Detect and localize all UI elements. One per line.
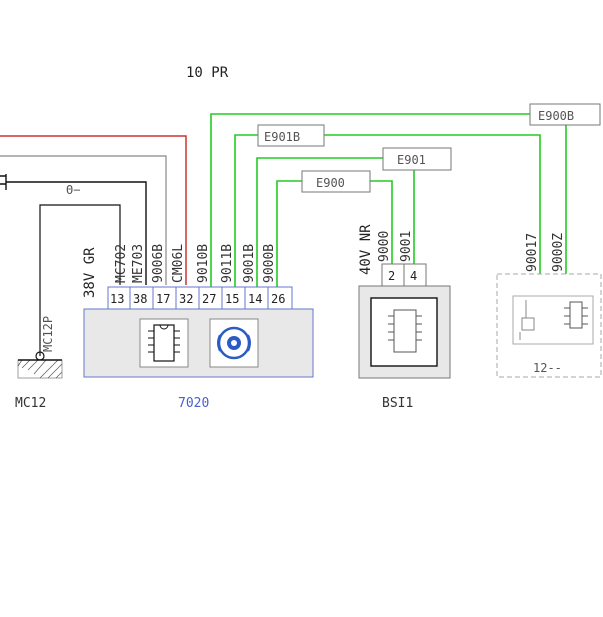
wire-9011B-b [324,134,541,290]
wire-label-9010b: 9010B [196,244,211,283]
diagram-title: 10 PR [186,65,229,81]
bsi-chip-icon [388,309,422,353]
module-bsi1: 2 4 [358,263,451,379]
ground-symbol-label: Θ− [66,183,80,197]
ground-wire [39,204,121,356]
pin-38: 38 [133,292,147,306]
pin-17: 17 [156,292,170,306]
pin-26: 26 [271,292,285,306]
pin-4: 4 [410,269,417,283]
svg-text:E901B: E901B [264,130,300,144]
red-wire [0,135,187,285]
pin-14: 14 [248,292,262,306]
module-bsi1-label: BSI1 [382,396,413,411]
wire-label-9000z: 9000Z [551,233,566,272]
wire-label-mc702: MC702 [114,244,129,283]
connector-e900: E900 [301,170,371,193]
wire-9000 [370,180,393,268]
ground-label: MC12 [15,396,46,411]
grey-wire [0,155,167,285]
wire-label-9006b: 9006B [151,244,166,283]
wire-9010B [210,113,530,290]
abs-icon [209,318,259,368]
harness-bsi-label: 40V NR [358,224,374,275]
module-right-label: 12-- [533,361,562,375]
ground-icon [17,351,63,379]
connector-e900b: E900B [529,103,601,126]
connector-e901b: E901B [257,124,325,147]
black-wire [0,174,147,285]
pin-13: 13 [110,292,124,306]
wire-label-9001b: 9001B [242,244,257,283]
ground-wire-label: MC12P [41,316,55,352]
wire-9000B [276,180,302,290]
wire-label-9011b: 9011B [220,244,235,283]
wire-label-9000: 9000 [377,231,392,262]
harness-7020-label: 38V GR [82,247,98,298]
connector-e901: E901 [382,147,452,171]
svg-text:E900: E900 [316,176,345,190]
wire-label-9001: 9001 [399,231,414,262]
module-7020-label: 7020 [178,396,209,411]
pin-27: 27 [202,292,216,306]
pin-2: 2 [388,269,395,283]
svg-text:E900B: E900B [538,109,574,123]
wire-label-9000b: 9000B [262,244,277,283]
wire-label-90017: 90017 [525,233,540,272]
pin-32: 32 [179,292,193,306]
wire-label-me703: ME703 [131,244,146,283]
module-right [496,273,602,378]
wire-9011B-a [234,134,258,290]
pin-15: 15 [225,292,239,306]
module-7020: 13 38 17 32 27 15 14 26 [83,286,314,378]
wire-label-cm06l: CM06L [171,244,186,283]
wire-9001B [256,157,383,290]
ic-chip-icon [139,318,189,368]
svg-text:E901: E901 [397,153,426,167]
relay-icon [512,295,594,345]
